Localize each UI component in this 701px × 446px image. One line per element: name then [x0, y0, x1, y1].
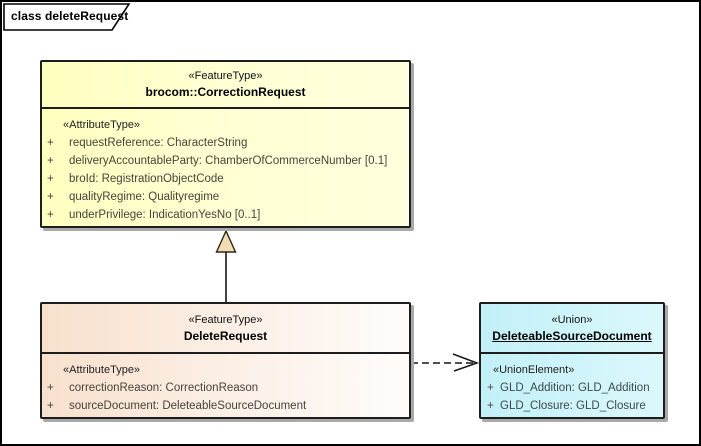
attribute-text: requestReference: CharacterString: [69, 137, 248, 149]
class-name: DeleteableSourceDocument: [492, 328, 652, 343]
visibility-symbol: +: [47, 137, 54, 149]
attribute-compartment: «AttributeType» + requestReference: Char…: [42, 109, 409, 224]
attribute-text: correctionReason: CorrectionReason: [69, 382, 259, 394]
diagram-frame-title: class deleteRequest: [11, 9, 129, 23]
attribute-text: GLD_Addition: GLD_Addition: [500, 382, 650, 394]
class-box-correction-request[interactable]: «FeatureType» brocom::CorrectionRequest …: [40, 60, 411, 228]
attribute-row: + deliveryAccountableParty: ChamberOfCom…: [42, 152, 409, 170]
attribute-text: broId: RegistrationObjectCode: [69, 173, 224, 185]
class-name: DeleteRequest: [183, 328, 268, 343]
attribute-text: deliveryAccountableParty: ChamberOfComme…: [69, 155, 388, 167]
attribute-row: + correctionReason: CorrectionReason: [42, 379, 409, 397]
class-stereotype: «FeatureType»: [188, 313, 263, 326]
attribute-text: underPrivilege: IndicationYesNo [0..1]: [69, 209, 261, 221]
attribute-row: + broId: RegistrationObjectCode: [42, 170, 409, 188]
attribute-row: + GLD_Closure: GLD_Closure: [481, 397, 663, 415]
attribute-compartment: «AttributeType» + correctionReason: Corr…: [42, 354, 409, 415]
visibility-symbol: +: [47, 155, 54, 167]
attribute-section-stereotype: «AttributeType»: [63, 119, 141, 131]
visibility-symbol: +: [47, 191, 54, 203]
visibility-symbol: +: [487, 382, 494, 394]
attribute-text: sourceDocument: DeleteableSourceDocument: [69, 400, 307, 412]
attribute-row: + GLD_Addition: GLD_Addition: [481, 379, 663, 397]
attribute-row: + underPrivilege: IndicationYesNo [0..1]: [42, 206, 409, 224]
attribute-section-stereotype: «AttributeType»: [63, 364, 141, 376]
class-name: brocom::CorrectionRequest: [145, 85, 306, 99]
class-header: «FeatureType» DeleteRequest: [42, 304, 409, 354]
visibility-symbol: +: [47, 400, 54, 412]
class-box-delete-request[interactable]: «FeatureType» DeleteRequest «AttributeTy…: [40, 302, 411, 419]
attribute-compartment: «UnionElement» + GLD_Addition: GLD_Addit…: [481, 354, 663, 415]
class-stereotype: «FeatureType»: [188, 70, 263, 82]
dependency-connector[interactable]: [411, 353, 480, 372]
class-stereotype: «Union»: [551, 313, 593, 326]
visibility-symbol: +: [47, 209, 54, 221]
attribute-row: + qualityRegime: Qualityregime: [42, 188, 409, 206]
visibility-symbol: +: [487, 400, 494, 412]
attribute-section-stereotype: «UnionElement»: [493, 364, 575, 376]
generalization-connector[interactable]: [215, 229, 237, 302]
visibility-symbol: +: [47, 173, 54, 185]
attribute-row: + sourceDocument: DeleteableSourceDocume…: [42, 397, 409, 415]
generalization-arrowhead-icon: [215, 229, 237, 253]
visibility-symbol: +: [47, 382, 54, 394]
attribute-text: qualityRegime: Qualityregime: [69, 191, 220, 203]
attribute-row: + requestReference: CharacterString: [42, 134, 409, 152]
class-box-deleteable-source-document[interactable]: «Union» DeleteableSourceDocument «UnionE…: [479, 302, 665, 419]
class-header: «FeatureType» brocom::CorrectionRequest: [42, 62, 409, 109]
dependency-arrowhead-icon: [452, 353, 480, 372]
class-header: «Union» DeleteableSourceDocument: [481, 304, 663, 354]
attribute-text: GLD_Closure: GLD_Closure: [500, 400, 646, 412]
